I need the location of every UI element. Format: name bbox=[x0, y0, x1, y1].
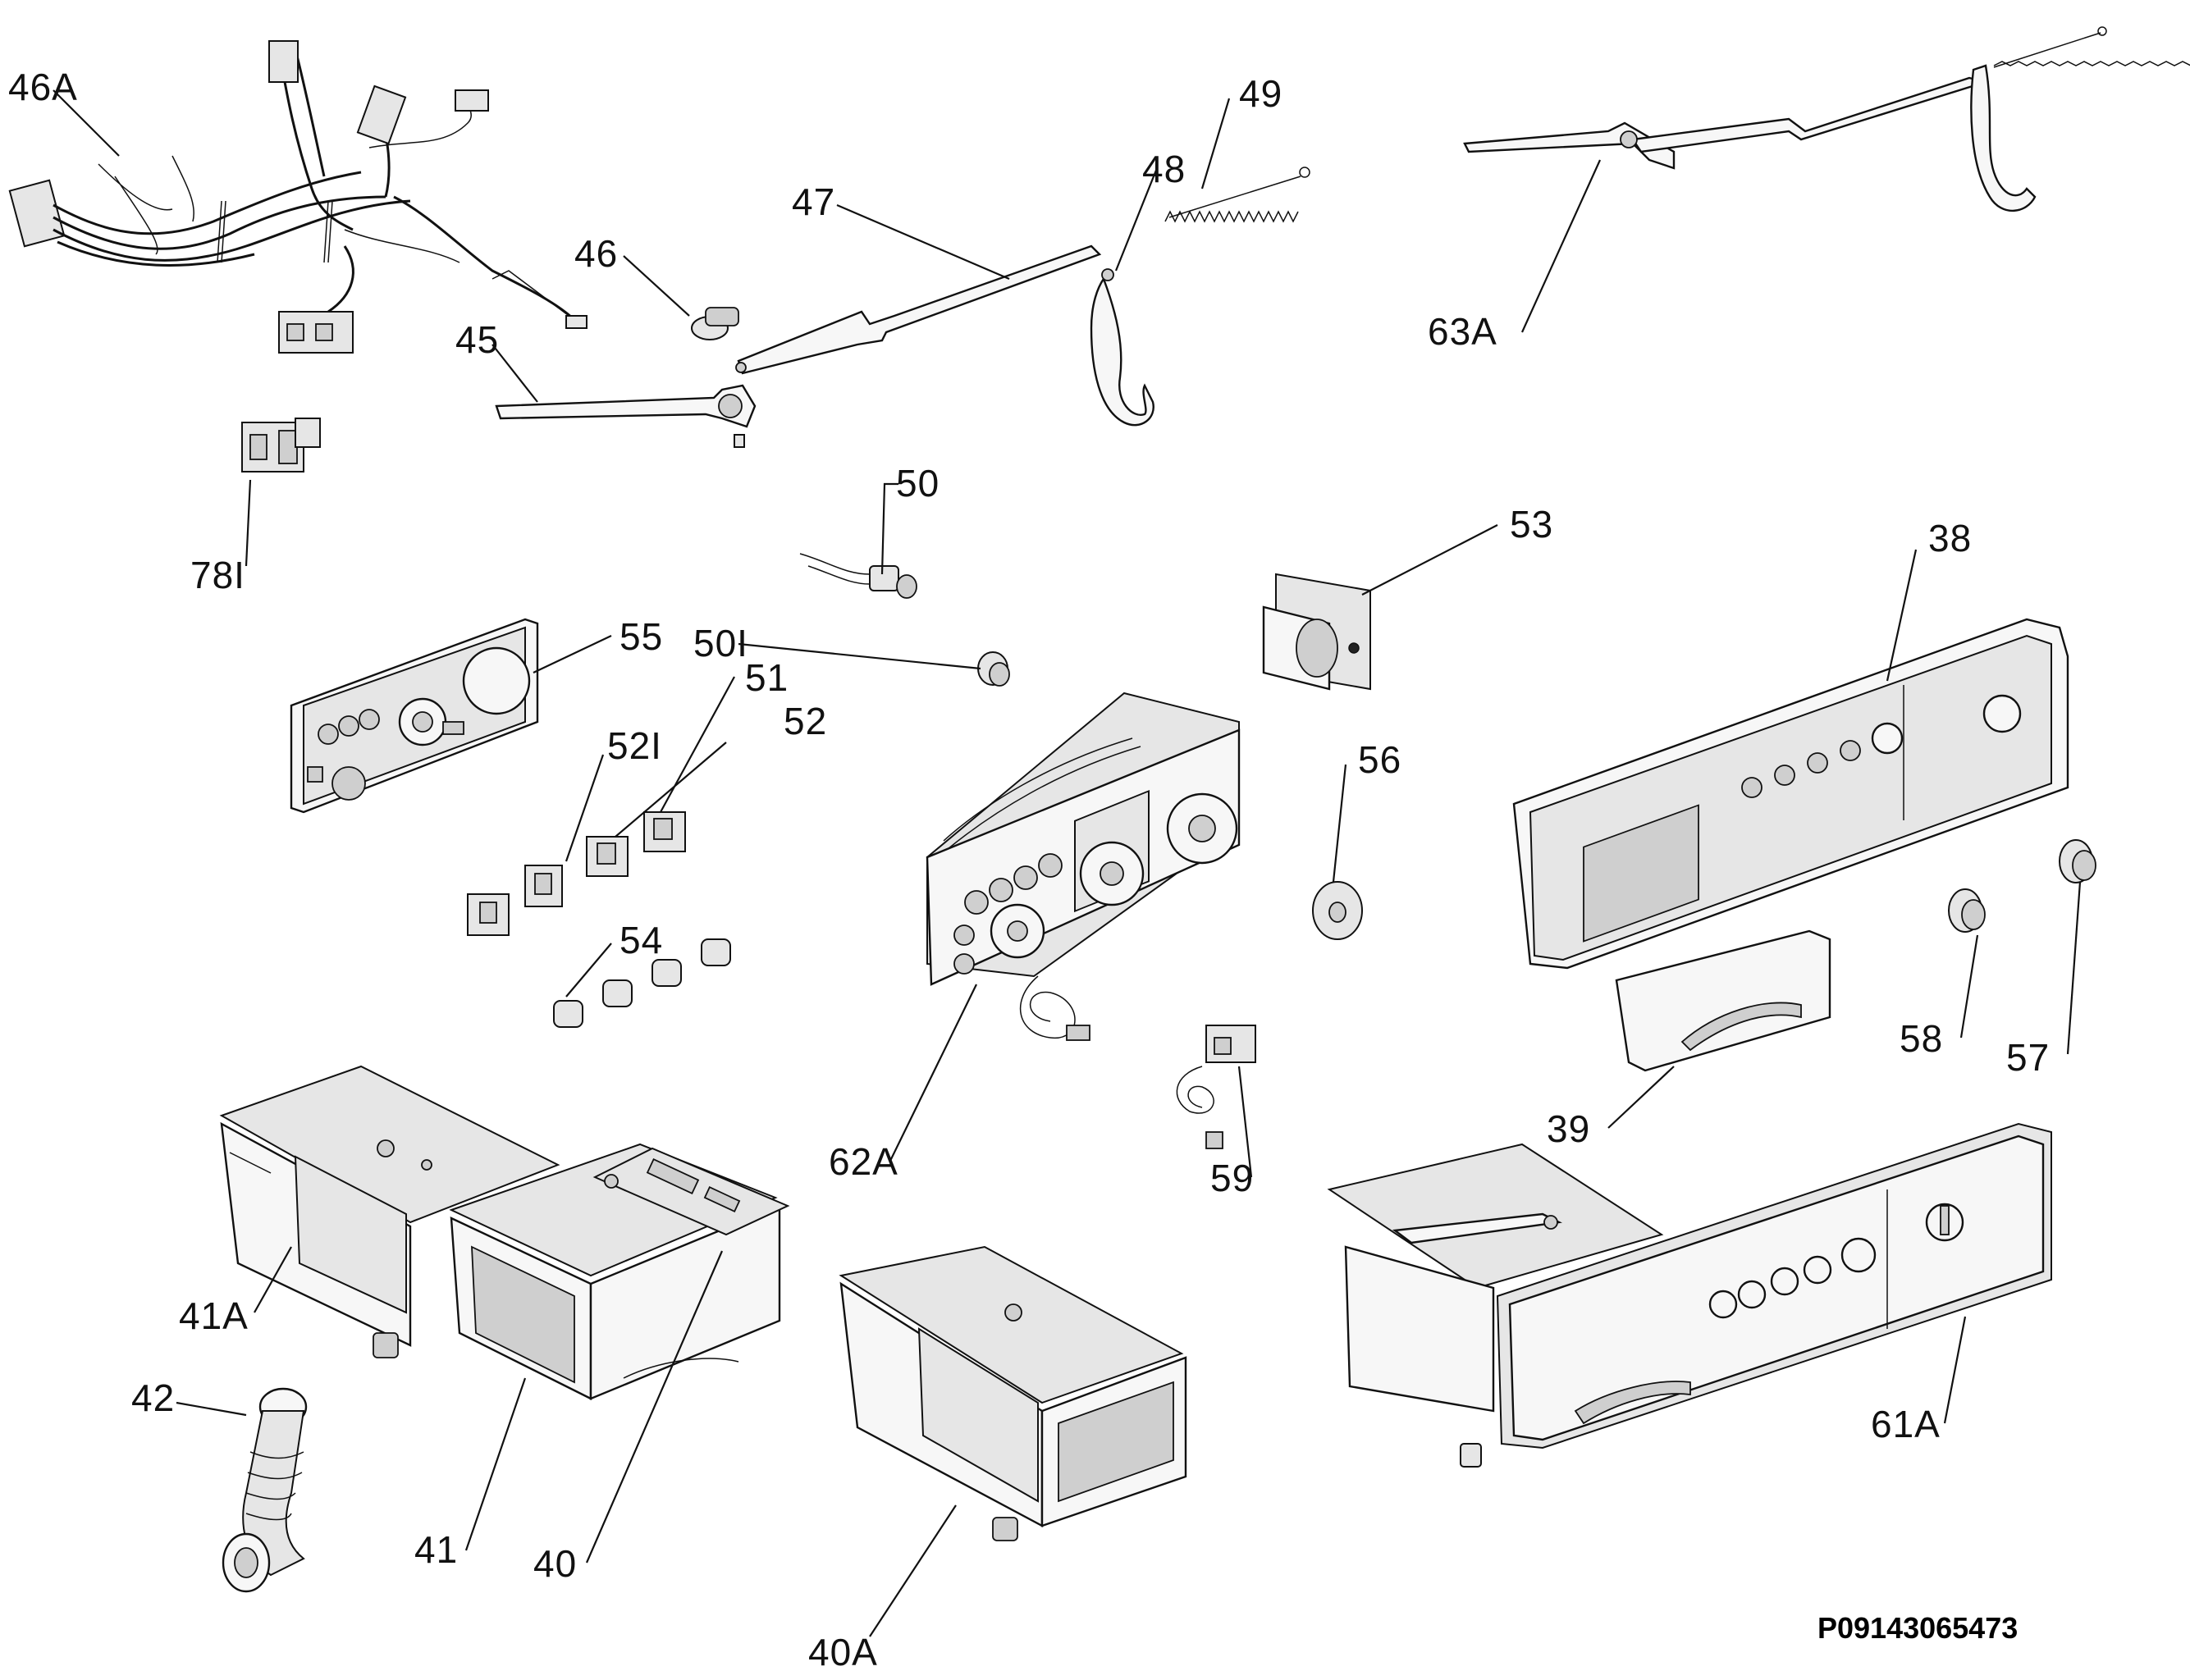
part-46A-wiring-harness bbox=[8, 40, 588, 354]
part-53-timer-motor bbox=[1262, 573, 1371, 691]
callout-63A: 63A bbox=[1428, 310, 1497, 353]
callout-45: 45 bbox=[455, 318, 499, 361]
callout-46: 46 bbox=[574, 232, 618, 275]
callout-78I: 78I bbox=[190, 554, 245, 596]
part-57-knob bbox=[2059, 839, 2096, 883]
part-38-front-panel bbox=[1512, 618, 2069, 970]
part-42-hose bbox=[222, 1387, 308, 1593]
callout-49: 49 bbox=[1239, 72, 1282, 115]
part-52I-switch bbox=[467, 865, 563, 936]
callout-58: 58 bbox=[1900, 1017, 1943, 1060]
callout-55: 55 bbox=[620, 615, 663, 658]
callout-56: 56 bbox=[1358, 738, 1401, 781]
part-50I-cap bbox=[977, 651, 1010, 687]
callout-labels: 46A 45 46 47 48 49 63A 78I 50 50I 53 55 … bbox=[8, 66, 2050, 1673]
callout-38: 38 bbox=[1928, 517, 1972, 559]
part-61A-dispenser-assembly bbox=[1327, 1122, 2052, 1468]
part-51-switch bbox=[586, 836, 629, 877]
part-49-spring bbox=[1164, 167, 1310, 223]
callout-42: 42 bbox=[131, 1376, 175, 1419]
callout-48: 48 bbox=[1142, 148, 1186, 190]
leader-lines bbox=[53, 89, 2082, 1637]
part-47-slider-rod bbox=[735, 244, 1102, 375]
callout-46A: 46A bbox=[8, 66, 78, 108]
part-54-buttons bbox=[553, 938, 731, 1028]
part-52-switch bbox=[643, 811, 686, 852]
part-59-thermostat bbox=[1176, 1025, 1256, 1149]
part-46-cam bbox=[691, 307, 739, 340]
part-40-siphon-insert bbox=[592, 1147, 790, 1236]
callout-53: 53 bbox=[1510, 503, 1553, 546]
callout-50I: 50I bbox=[693, 622, 748, 664]
part-56-dial bbox=[1312, 881, 1363, 940]
callout-52I: 52I bbox=[607, 724, 662, 767]
part-58-knob bbox=[1948, 888, 1986, 933]
part-39-drawer-handle bbox=[1615, 929, 1831, 1072]
callout-59: 59 bbox=[1210, 1157, 1254, 1199]
part-40A-dispenser-housing bbox=[839, 1245, 1187, 1541]
callout-41A: 41A bbox=[179, 1294, 249, 1337]
callout-51: 51 bbox=[745, 656, 789, 699]
callout-57: 57 bbox=[2006, 1036, 2050, 1079]
callout-47: 47 bbox=[792, 180, 835, 223]
callout-39: 39 bbox=[1547, 1107, 1590, 1150]
callout-62A: 62A bbox=[829, 1140, 898, 1183]
part-78I-door-lock bbox=[241, 418, 321, 567]
callout-52: 52 bbox=[784, 700, 827, 742]
callout-41: 41 bbox=[414, 1528, 458, 1571]
part-50-lamp bbox=[799, 553, 917, 599]
callout-40A: 40A bbox=[808, 1631, 878, 1673]
callout-61A: 61A bbox=[1871, 1403, 1941, 1445]
callout-54: 54 bbox=[620, 919, 663, 961]
callout-50: 50 bbox=[896, 462, 940, 504]
diagram-reference-number: P09143065473 bbox=[1817, 1611, 2018, 1645]
callout-40: 40 bbox=[533, 1542, 577, 1585]
part-62A-control-module bbox=[926, 692, 1241, 1041]
part-45-lever bbox=[495, 384, 757, 448]
part-63A-linkage bbox=[1463, 26, 2190, 212]
part-55-switch-panel bbox=[290, 618, 539, 814]
part-41A-dispenser-housing bbox=[219, 1065, 560, 1358]
part-48-hook-lever bbox=[1090, 268, 1154, 427]
